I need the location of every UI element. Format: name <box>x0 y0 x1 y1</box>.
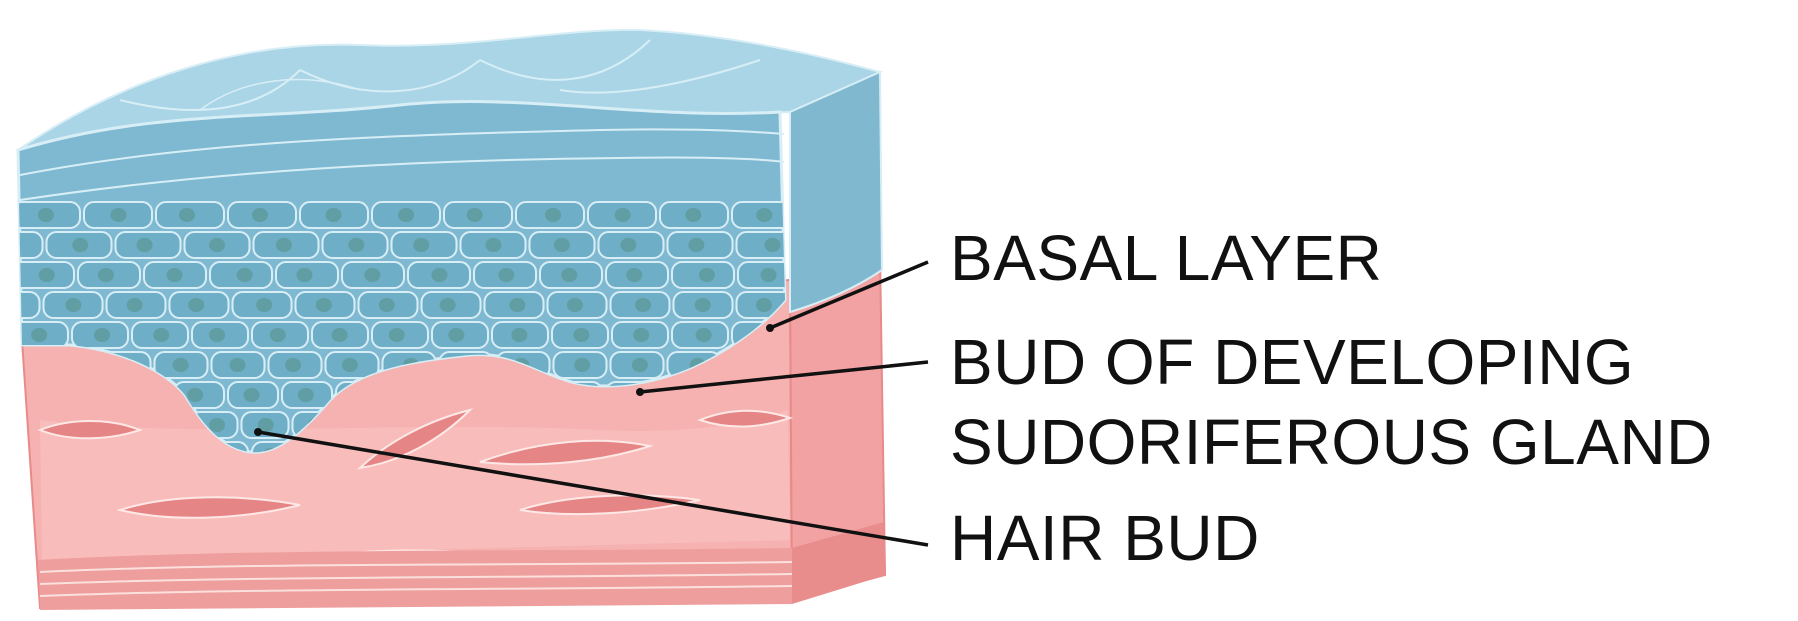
cell-nucleus <box>440 298 456 312</box>
cell-nucleus <box>209 328 225 342</box>
cell-nucleus <box>326 208 342 222</box>
cell-nucleus <box>4 238 20 252</box>
cell-nucleus <box>398 208 414 222</box>
cell-nucleus <box>332 328 348 342</box>
hair-bud-label: HAIR BUD <box>950 506 1260 570</box>
cell-nucleus <box>413 238 429 252</box>
cell-nucleus <box>498 268 514 282</box>
basal-layer-label: BASAL LAYER <box>950 226 1382 290</box>
sudoriferous-gland-bud-label-line1: BUD OF DEVELOPING <box>950 330 1634 394</box>
cell-nucleus <box>31 328 47 342</box>
cell-nucleus <box>256 298 272 312</box>
cell-nucleus <box>761 268 777 282</box>
cell-nucleus <box>209 238 225 252</box>
cell-nucleus <box>72 238 88 252</box>
cell-nucleus <box>252 208 268 222</box>
cell-nucleus <box>620 238 636 252</box>
cell-nucleus <box>626 268 642 282</box>
cell-nucleus <box>509 298 525 312</box>
cell-nucleus <box>153 328 169 342</box>
cell-nucleus <box>316 298 332 312</box>
cell-nucleus <box>209 418 225 432</box>
cell-nucleus <box>276 238 292 252</box>
cell-nucleus <box>98 268 114 282</box>
cell-nucleus <box>695 298 711 312</box>
cell-nucleus <box>756 208 772 222</box>
cell-nucleus <box>688 238 704 252</box>
cell-nucleus <box>364 268 380 282</box>
cell-nucleus <box>615 208 631 222</box>
cell-nucleus <box>545 208 561 222</box>
cell-nucleus <box>379 298 395 312</box>
cell-nucleus <box>270 328 286 342</box>
cell-nucleus <box>554 238 570 252</box>
cell-nucleus <box>561 268 577 282</box>
cell-nucleus <box>342 358 358 372</box>
cell-nucleus <box>179 208 195 222</box>
cell-nucleus <box>38 208 54 222</box>
cell-nucleus <box>632 358 648 372</box>
cell-nucleus <box>173 358 189 372</box>
cell-nucleus <box>244 388 260 402</box>
cell-nucleus <box>699 268 715 282</box>
cell-nucleus <box>285 358 301 372</box>
cell-nucleus <box>137 238 153 252</box>
cell-nucleus <box>511 328 527 342</box>
cell-nucleus <box>467 208 483 222</box>
cell-nucleus <box>237 268 253 282</box>
cell-nucleus <box>685 208 701 222</box>
cell-nucleus <box>0 298 16 312</box>
cell-nucleus <box>65 298 81 312</box>
cell-nucleus <box>39 268 55 282</box>
cell-nucleus <box>448 328 464 342</box>
cell-nucleus <box>2 418 18 432</box>
cell-nucleus <box>574 358 590 372</box>
cell-nucleus <box>635 298 651 312</box>
cell-nucleus <box>756 298 772 312</box>
cell-nucleus <box>431 268 447 282</box>
cell-nucleus <box>298 388 314 402</box>
epidermal-cell <box>0 232 43 258</box>
cell-nucleus <box>167 268 183 282</box>
cell-nucleus <box>765 238 781 252</box>
cell-nucleus <box>297 268 313 282</box>
cell-nucleus <box>573 328 589 342</box>
cell-nucleus <box>348 238 364 252</box>
cell-nucleus <box>188 298 204 312</box>
cell-nucleus <box>633 328 649 342</box>
cell-nucleus <box>389 328 405 342</box>
cell-nucleus <box>2 358 18 372</box>
cell-nucleus <box>110 208 126 222</box>
sudoriferous-gland-bud-label-line2: SUDORIFEROUS GLAND <box>950 410 1713 474</box>
cell-nucleus <box>127 298 143 312</box>
cell-nucleus <box>485 238 501 252</box>
cell-nucleus <box>94 328 110 342</box>
cell-nucleus <box>567 298 583 312</box>
cell-nucleus <box>696 328 712 342</box>
cell-nucleus <box>187 388 203 402</box>
cell-nucleus <box>230 358 246 372</box>
